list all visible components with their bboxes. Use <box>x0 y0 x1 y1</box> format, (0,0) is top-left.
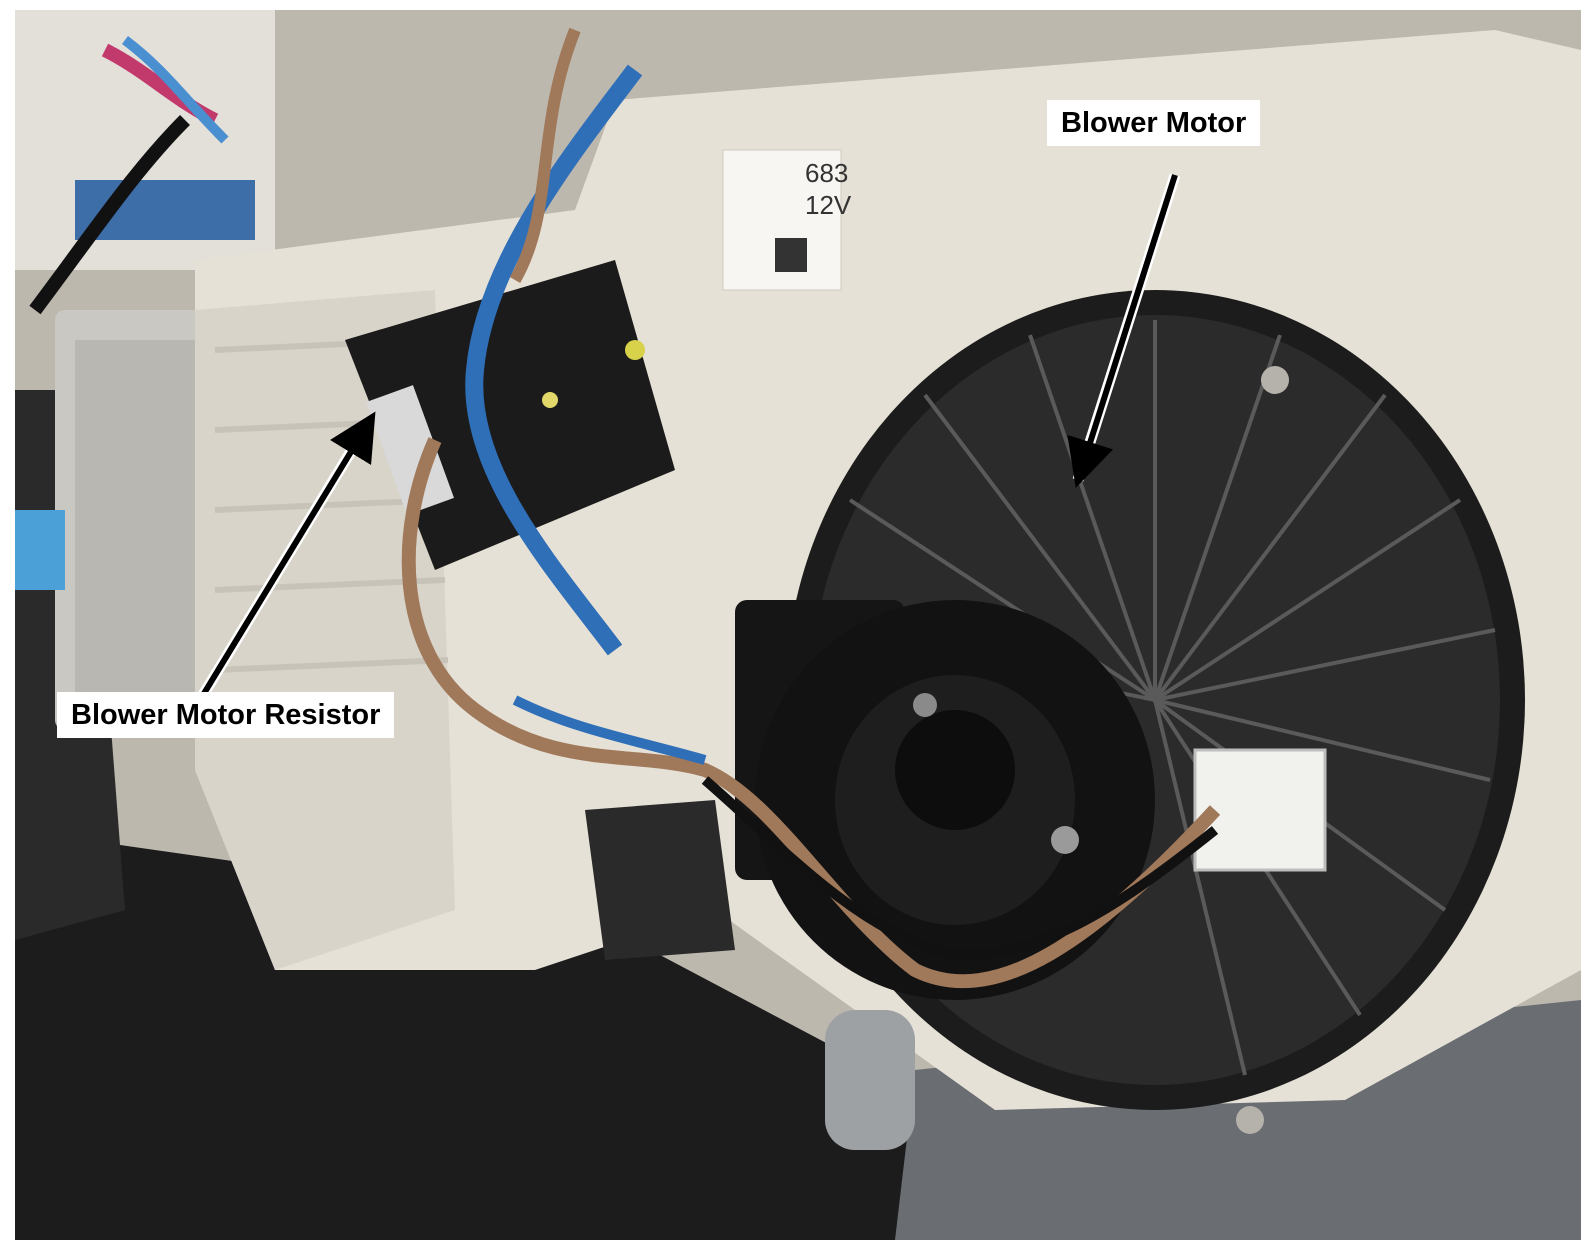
flange-screw-top <box>1261 366 1289 394</box>
black-wire-top <box>29 115 190 315</box>
motor-hub <box>895 710 1015 830</box>
lower-bracket <box>585 800 735 960</box>
blower-motor-label: Blower Motor <box>1047 100 1261 146</box>
metal-pipe <box>825 1010 915 1150</box>
blue-wires-top <box>121 36 229 144</box>
motor-white-connector <box>1193 748 1327 872</box>
flange-screw-bottom <box>1236 1106 1264 1134</box>
resistor-connector <box>365 385 455 515</box>
motor-screw <box>1051 826 1079 854</box>
brown-wire <box>401 437 1221 989</box>
motor-indicator <box>913 693 937 717</box>
blue-wire <box>465 64 643 656</box>
photo: 683 12V <box>15 10 1581 1240</box>
blue-wire-lower <box>512 695 707 765</box>
sticker-barcode <box>775 238 807 272</box>
black-wire-lower <box>701 776 1219 959</box>
left-blue-clip <box>15 510 65 590</box>
sticker-line1: 683 <box>805 158 848 188</box>
brown-wire-top <box>509 27 581 283</box>
blower-motor-resistor-label: Blower Motor Resistor <box>57 692 395 738</box>
hvac-blower-photo: 683 12V <box>15 10 1581 1240</box>
sticker-line2: 12V <box>805 190 852 220</box>
resistor-screw <box>625 340 645 360</box>
resistor-marking <box>542 392 558 408</box>
